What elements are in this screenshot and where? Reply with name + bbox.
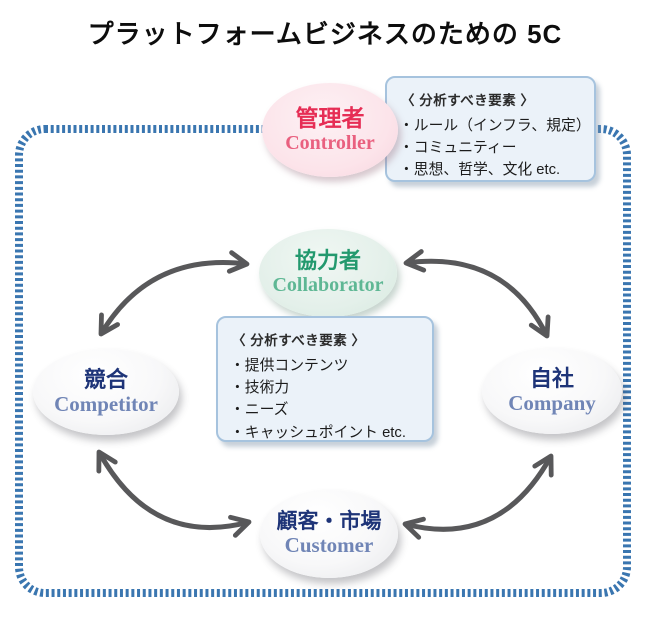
arrow-competitor-collaborator [98, 250, 250, 337]
analysis-item: ・ルール（インフラ、規定） [399, 118, 591, 134]
page-title: プラットフォームビジネスのための 5C [87, 19, 563, 49]
node-label-jp: 顧客・市場 [276, 510, 382, 534]
analysis-item: ・提供コンテンツ [230, 358, 349, 374]
node-label-en: Controller [285, 131, 375, 154]
arrow-collaborator-company [403, 249, 551, 339]
node-company: 自社 Company [482, 348, 622, 434]
analysis-item: ・コミュニティー [399, 140, 517, 157]
node-label-en: Customer [284, 533, 374, 557]
node-controller: 管理者 Controller [262, 83, 398, 177]
node-customer: 顧客・市場 Customer [260, 490, 398, 578]
node-label-jp: 自社 [529, 365, 574, 391]
node-label-en: Competitor [54, 391, 158, 416]
node-label-en: Collaborator [272, 274, 384, 297]
analysis-item: ・技術力 [230, 380, 290, 397]
analysis-item: ・ニーズ [230, 402, 289, 419]
node-collaborator: 協力者 Collaborator [259, 229, 397, 317]
analysis-box-collaborator: 〈 分析すべき要素 〉 ・提供コンテンツ ・技術力 ・ニーズ ・キャッシュポイン… [216, 316, 434, 442]
node-competitor: 競合 Competitor [33, 349, 179, 435]
analysis-item: ・キャッシュポイント etc. [230, 424, 406, 441]
analysis-box-header: 〈 分析すべき要素 〉 [401, 93, 535, 108]
analysis-box-controller: 〈 分析すべき要素 〉 ・ルール（インフラ、規定） ・コミュニティー ・思想、哲… [385, 76, 596, 182]
node-label-jp: 競合 [83, 366, 128, 392]
analysis-box-header: 〈 分析すべき要素 〉 [232, 333, 366, 348]
analysis-item: ・思想、哲学、文化 etc. [399, 162, 561, 179]
arrow-competitor-customer [96, 449, 252, 538]
node-label-jp: 協力者 [294, 248, 361, 274]
arrow-customer-company [402, 453, 554, 540]
node-label-en: Company [508, 390, 596, 415]
node-label-jp: 管理者 [295, 104, 365, 131]
